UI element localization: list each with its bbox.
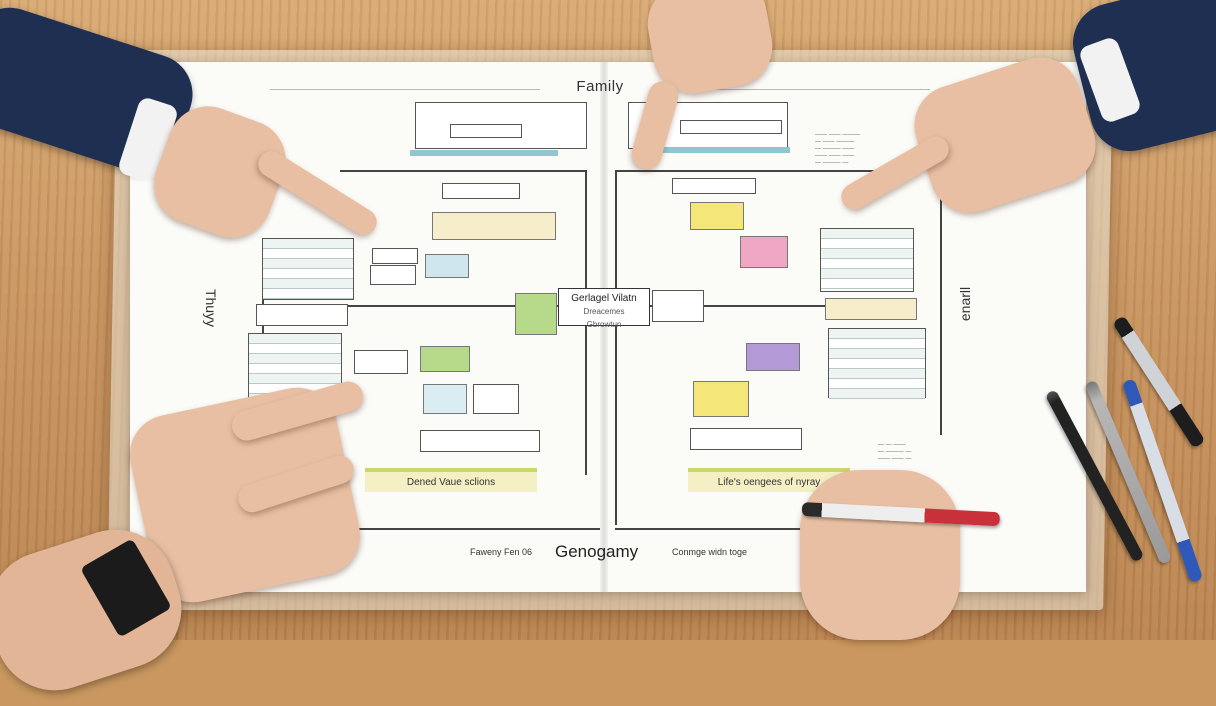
footer-right-text: Conmge widn toge xyxy=(672,547,748,557)
right-margin-notes: —— —— ——— — —— ——— — ——— —— —— —— —— — —… xyxy=(815,132,861,166)
left-node-small-1 xyxy=(372,248,418,264)
teal-note-left-bottom xyxy=(423,384,467,414)
green-note-center-left xyxy=(515,293,557,335)
left-node-wide xyxy=(256,304,348,326)
bottom-right-hand xyxy=(800,470,960,640)
root-node: Gerlagel Vilatn Dreacemes Gbrowtun xyxy=(558,288,650,329)
connector-mid-right xyxy=(650,305,830,307)
footer-title: Genogamy xyxy=(555,542,639,561)
left-node-mid xyxy=(354,350,408,374)
pink-note-right xyxy=(740,236,788,268)
bottom-left-banner: Dened Vaue sclions xyxy=(365,468,537,492)
footer-left-text: Faweny Fen 06 xyxy=(470,547,533,557)
left-vertical-label: Thuyy xyxy=(203,288,220,328)
left-node-small-2 xyxy=(370,265,416,285)
right-vertical-label: enarll xyxy=(957,286,974,322)
right-bottom-notes: — — —— — ——— — —— —— — xyxy=(878,442,912,462)
teal-note-left xyxy=(425,254,469,278)
connector-right-edge xyxy=(940,180,942,435)
teal-bar-right xyxy=(634,147,790,153)
green-note-left xyxy=(420,346,470,372)
center-fold xyxy=(600,62,608,592)
right-node-caption xyxy=(690,428,802,450)
yellow-note-right-top xyxy=(690,202,744,230)
left-node-top xyxy=(442,183,520,199)
chart-title: Family xyxy=(576,78,624,95)
connector-bottom-left xyxy=(300,528,600,530)
left-list-block-1 xyxy=(262,238,354,300)
teal-bar-left xyxy=(410,150,558,156)
top-right-header-inner xyxy=(680,120,782,134)
connector-right-outer xyxy=(615,170,617,525)
title-rule-right xyxy=(660,89,930,90)
yellow-strip-right xyxy=(825,298,917,320)
right-list-block-1 xyxy=(820,228,914,292)
left-node-caption xyxy=(420,430,540,452)
root-node-name: Gerlagel Vilatn xyxy=(571,293,637,304)
top-left-header-inner xyxy=(450,124,522,138)
left-node-bottom xyxy=(473,384,519,414)
right-list-block-2 xyxy=(828,328,926,399)
right-node-top xyxy=(672,178,756,194)
yellow-note-right-bottom xyxy=(693,381,749,417)
connector-mid-left xyxy=(340,305,558,307)
connector-top-left xyxy=(340,170,585,172)
root-node-sub2: Gbrowtun xyxy=(586,320,622,329)
connector-bottom-right xyxy=(615,528,845,530)
right-node-mid xyxy=(652,290,704,322)
root-node-sub1: Dreacemes xyxy=(583,307,625,316)
connector-top-right xyxy=(615,170,915,172)
purple-note-right xyxy=(746,343,800,371)
title-rule-left xyxy=(270,89,540,90)
yellow-note-left-top xyxy=(432,212,556,240)
